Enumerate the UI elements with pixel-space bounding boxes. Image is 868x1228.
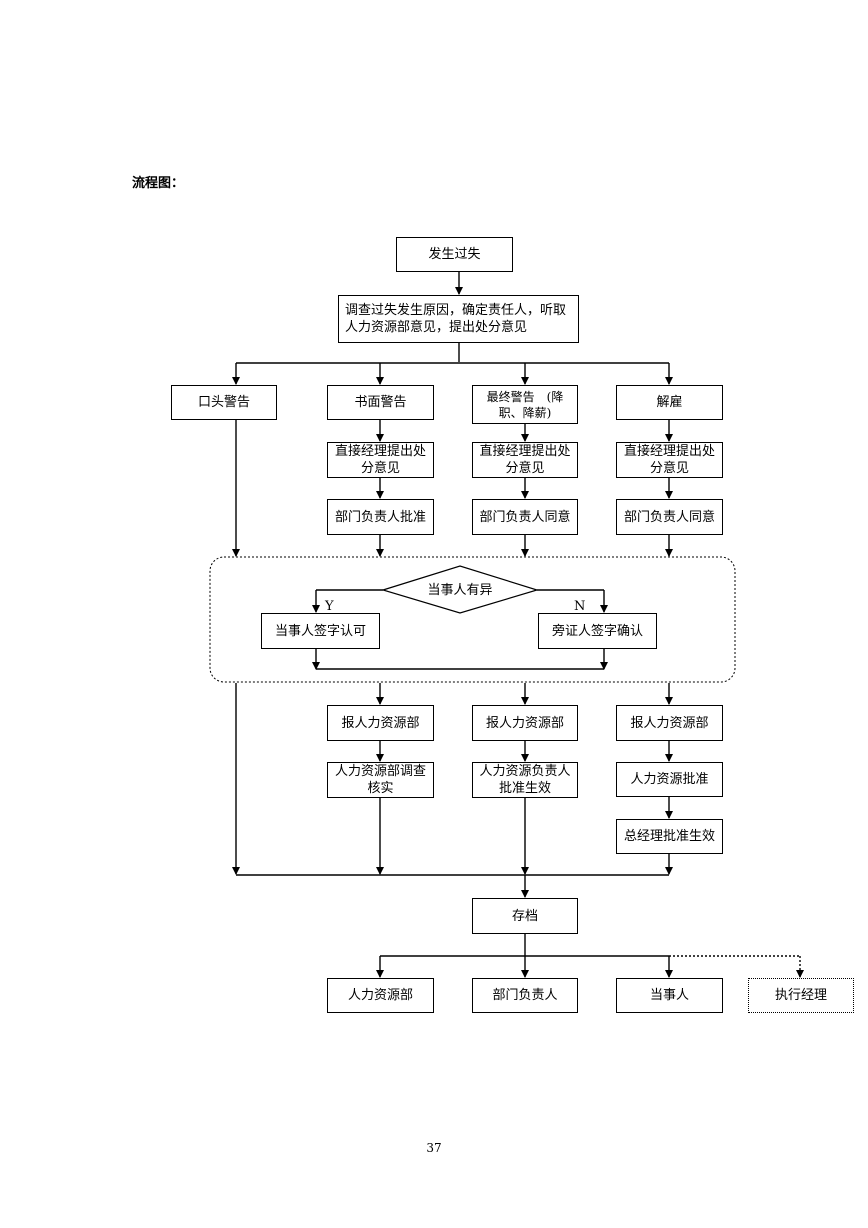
node-hr-head-approve: 人力资源负责人批准生效 (472, 762, 578, 798)
node-dept-agree-dismiss: 部门负责人同意 (616, 499, 723, 535)
node-report-hr-2: 报人力资源部 (472, 705, 578, 741)
node-hr-verify: 人力资源部调查核实 (327, 762, 434, 798)
node-investigate: 调查过失发生原因，确定责任人，听取人力资源部意见，提出处分意见 (338, 295, 579, 343)
node-dist-exec-manager: 执行经理 (748, 978, 854, 1013)
node-final-warning: 最终警告 (降职、降薪) (472, 385, 578, 424)
node-manager-proposal-final: 直接经理提出处分意见 (472, 442, 578, 478)
page-number: 37 (426, 1141, 442, 1155)
decision-objection: 当事人有异 (427, 583, 493, 598)
node-dismiss: 解雇 (616, 385, 723, 420)
node-report-hr-3: 报人力资源部 (616, 705, 723, 741)
node-dept-agree-final: 部门负责人同意 (472, 499, 578, 535)
node-dist-dept: 部门负责人 (472, 978, 578, 1013)
node-dept-approve-written: 部门负责人批准 (327, 499, 434, 535)
node-verbal-warning: 口头警告 (171, 385, 277, 420)
node-gm-approve: 总经理批准生效 (616, 819, 723, 854)
objection-region (209, 556, 736, 683)
node-manager-proposal-written: 直接经理提出处分意见 (327, 442, 434, 478)
node-written-warning: 书面警告 (327, 385, 434, 420)
page-heading: 流程图： (132, 176, 185, 191)
node-sign-witness: 旁证人签字确认 (538, 613, 657, 649)
no-label: N (574, 599, 586, 614)
node-dist-party: 当事人 (616, 978, 723, 1013)
node-dist-hr: 人力资源部 (327, 978, 434, 1013)
objection-diamond (380, 565, 540, 614)
node-sign-party: 当事人签字认可 (261, 613, 380, 649)
yes-label: Y (325, 599, 334, 614)
node-hr-approve: 人力资源批准 (616, 762, 723, 797)
node-report-hr-1: 报人力资源部 (327, 705, 434, 741)
node-start: 发生过失 (396, 237, 513, 272)
node-archive: 存档 (472, 898, 578, 934)
node-manager-proposal-dismiss: 直接经理提出处分意见 (616, 442, 723, 478)
